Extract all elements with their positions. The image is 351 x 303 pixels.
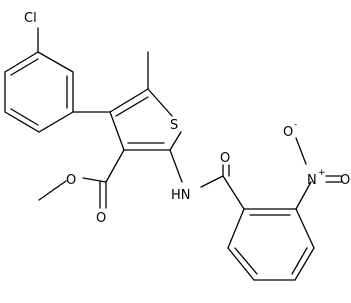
nitrophenyl-ring (227, 208, 315, 281)
amide-nh-label: HN (171, 188, 191, 203)
ester-oxygen-double-label: O (96, 211, 106, 226)
amide-oxygen-label: O (220, 151, 230, 166)
ester-oxygen-single-label: O (66, 173, 76, 188)
nitro-nitrogen-charge: + (318, 168, 326, 178)
methyl-ester-group (38, 149, 125, 209)
nitro-group (295, 137, 342, 183)
amide-group (169, 149, 245, 210)
sulfur-label: S (170, 118, 178, 133)
nitro-nitrogen-label: N (307, 173, 317, 188)
thiophene-ring (109, 88, 182, 151)
chlorophenyl-ring (4, 51, 74, 133)
c-nitro-bond (295, 181, 312, 210)
nitro-oxygen-right-label: O (340, 173, 350, 188)
nitro-oxygen-top-label: O (283, 125, 293, 140)
nitro-oxygen-top-charge: - (294, 120, 297, 130)
chlorine-label: Cl (24, 11, 37, 26)
